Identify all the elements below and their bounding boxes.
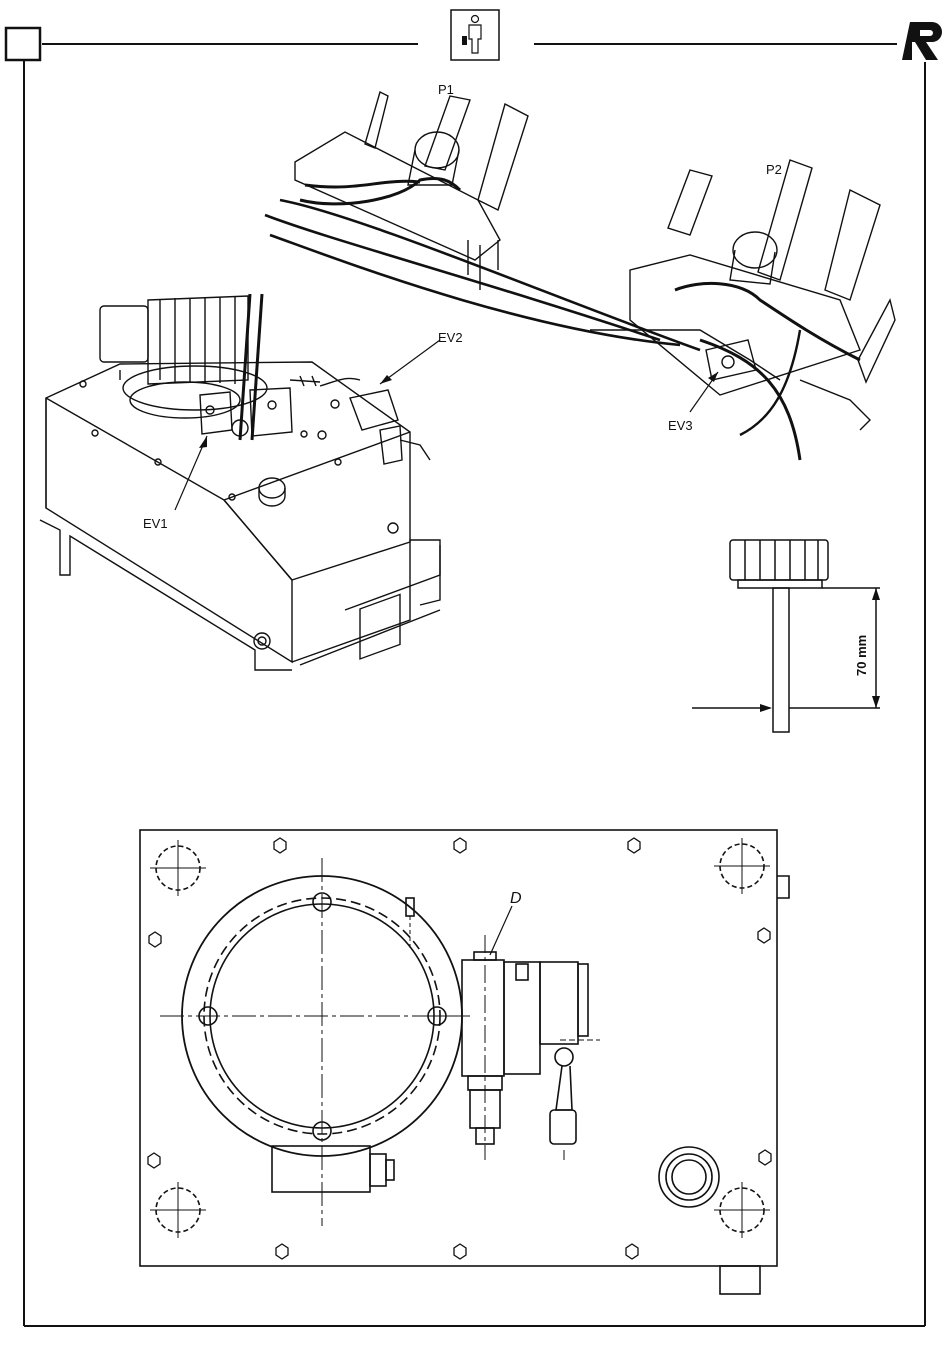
person-with-case-icon <box>451 10 499 60</box>
hydraulic-unit-illustration <box>40 92 895 670</box>
brand-r-logo-icon <box>902 22 942 60</box>
label-ev1: EV1 <box>143 516 168 531</box>
top-view-plate-diagram <box>140 830 789 1294</box>
label-p2: P2 <box>766 162 782 177</box>
label-d: D <box>510 890 522 907</box>
page-frame <box>24 44 925 1326</box>
dipstick-diagram <box>692 540 880 732</box>
page-number-box <box>6 28 40 60</box>
label-ev3: EV3 <box>668 418 693 433</box>
dipstick-dimension-label: 70 mm <box>854 635 869 676</box>
label-ev2: EV2 <box>438 330 463 345</box>
label-p1: P1 <box>438 82 454 97</box>
